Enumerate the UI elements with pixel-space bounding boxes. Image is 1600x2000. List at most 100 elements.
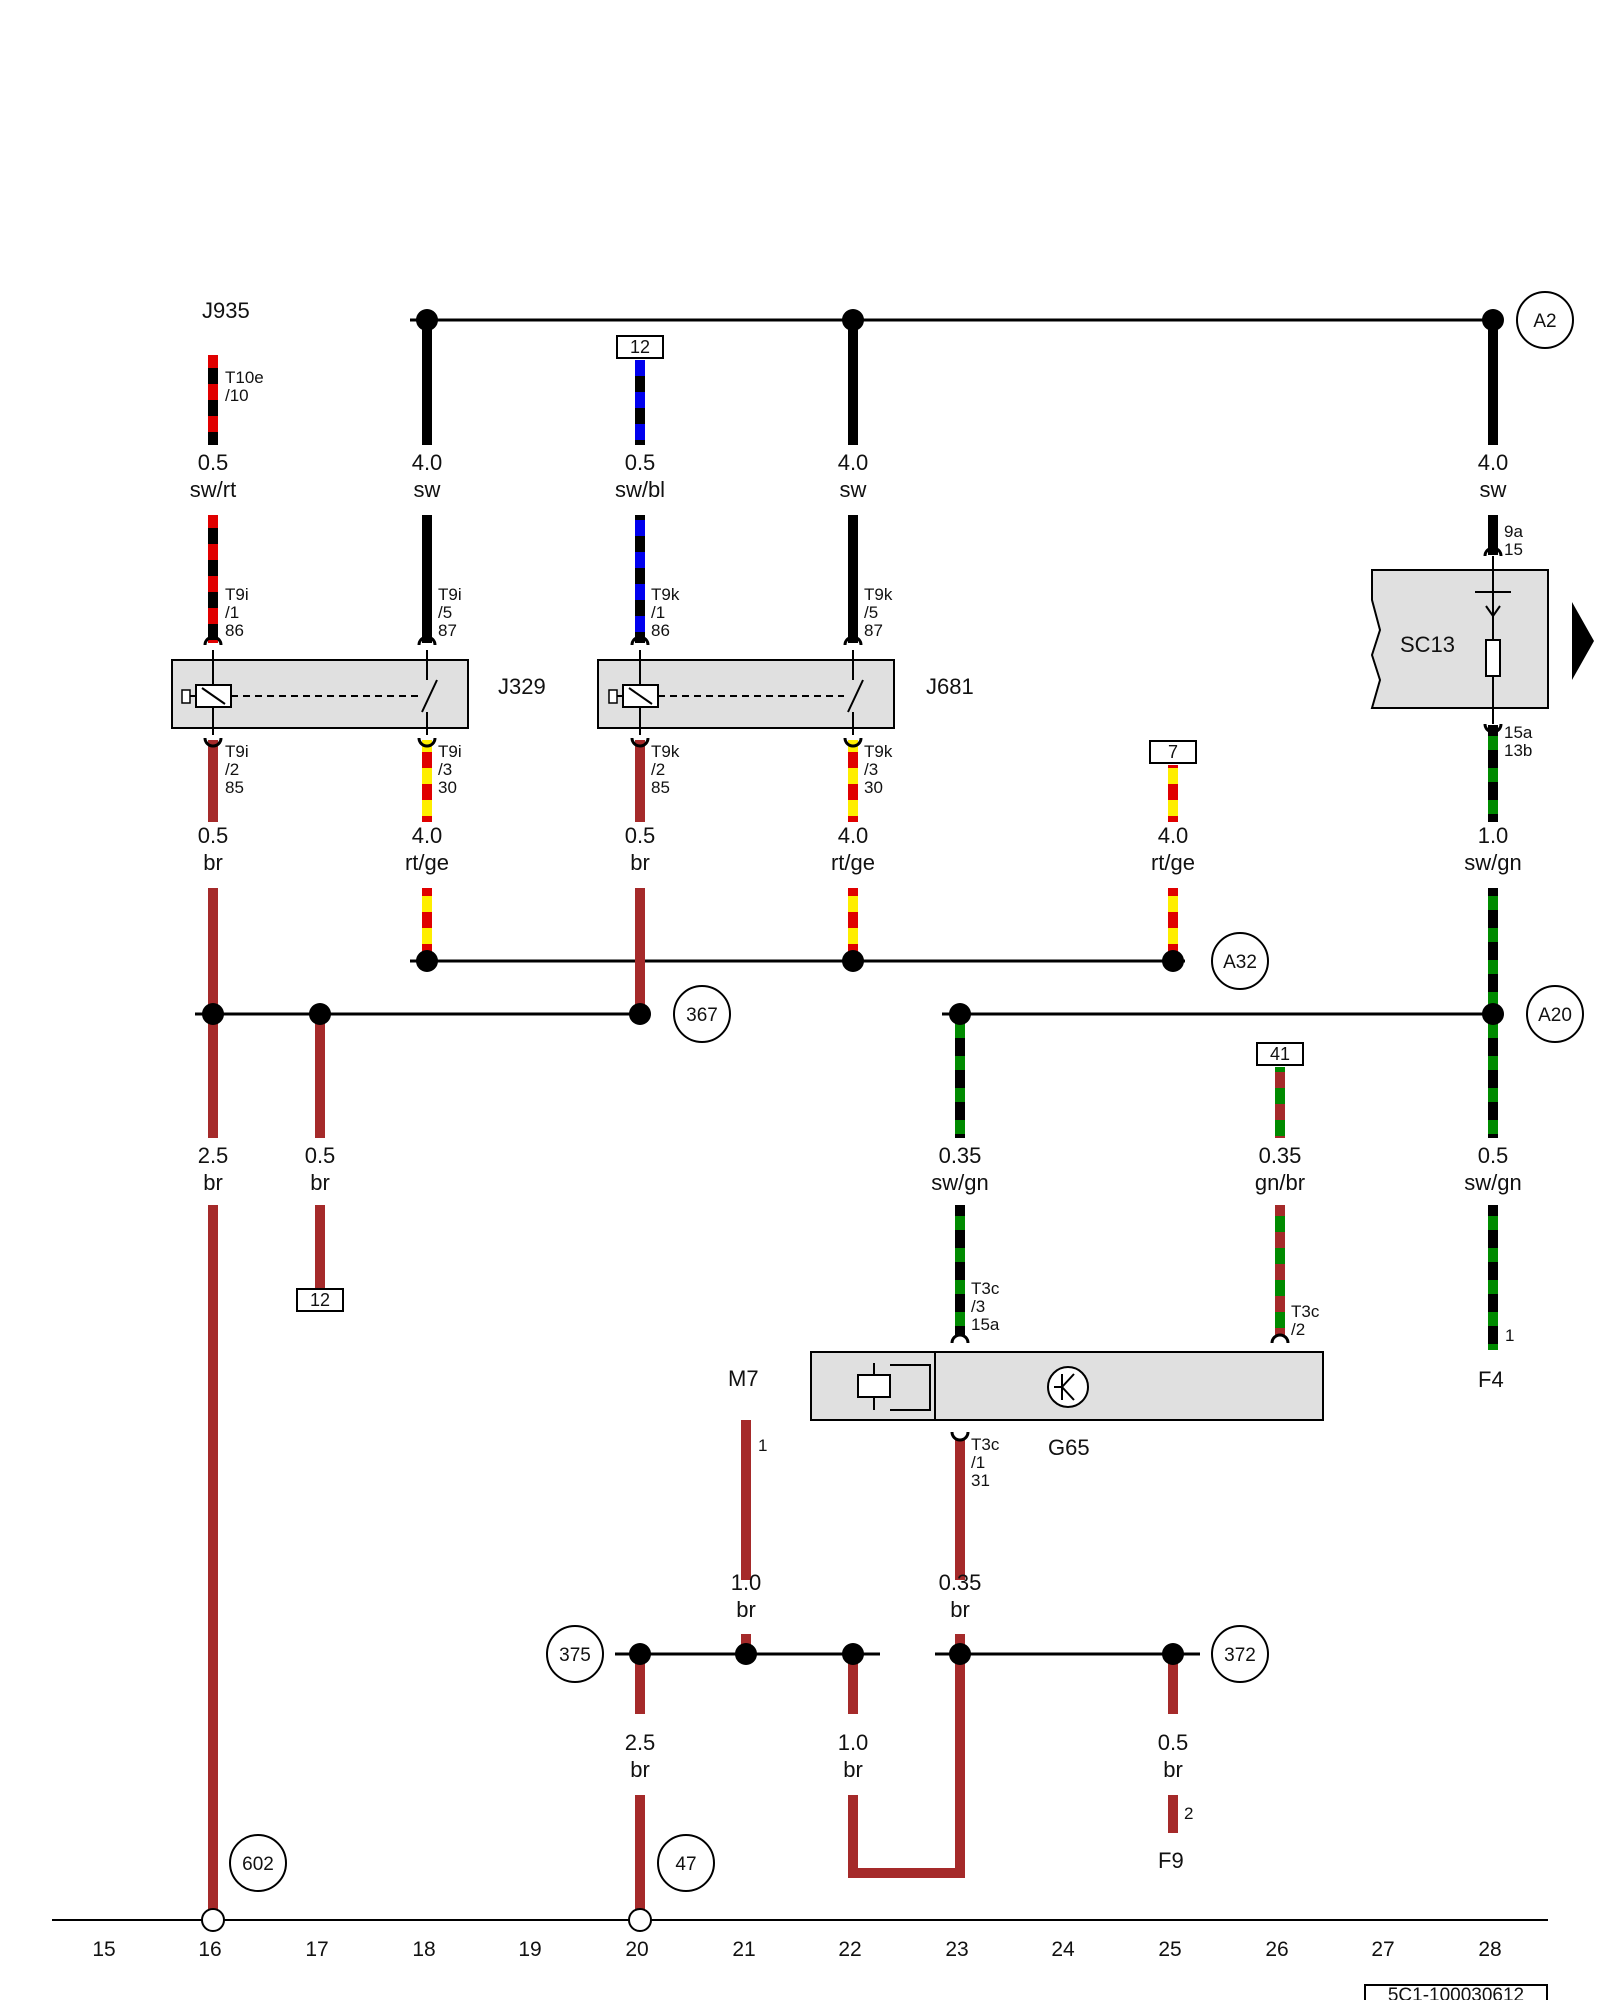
ref-a20[interactable]: A20 [1526, 985, 1584, 1043]
pin-label-line: /1 [225, 603, 239, 622]
sensor-g65[interactable] [810, 1351, 1324, 1421]
wire-color: sw [1480, 477, 1507, 502]
label-g65: G65 [1048, 1435, 1090, 1460]
ref-375[interactable]: 375 [546, 1625, 604, 1683]
wire-j329-87-lower [422, 515, 432, 643]
box-41[interactable]: 41 [1256, 1042, 1304, 1066]
dot [629, 1003, 651, 1025]
wire-color: br [630, 850, 650, 875]
box-12-bottom[interactable]: 12 [296, 1288, 344, 1312]
column-number: 22 [838, 1938, 861, 1961]
pin-label-line: T9i [225, 742, 249, 761]
pin-t10e: T10e/10 [225, 368, 264, 405]
wire-j681-30-upper [848, 740, 858, 822]
pin-label-line: T9i [438, 742, 462, 761]
sensor-crystal-icon [857, 1374, 891, 1398]
wire-size: 2.5 [198, 1143, 229, 1168]
doc-id-label: 5C1-100030612 [1388, 1985, 1524, 2000]
wire-size: 0.35 [939, 1570, 982, 1595]
wire-gnd20-lower [635, 1795, 645, 1913]
dot [1482, 1003, 1504, 1025]
wire-size: 0.35 [939, 1143, 982, 1168]
fuse-lines [1475, 556, 1511, 724]
doc-id: 5C1-100030612 [1364, 1984, 1548, 2000]
wire-color: br [950, 1597, 970, 1622]
column-number: 17 [305, 1938, 328, 1961]
wire-color: br [203, 850, 223, 875]
pin-label-line: T3c [971, 1279, 1000, 1298]
ref-47[interactable]: 47 [657, 1834, 715, 1892]
pin-label-line: T3c [1291, 1302, 1320, 1321]
box-7[interactable]: 7 [1149, 740, 1197, 764]
wire-size: 0.5 [198, 450, 229, 475]
ref-circle [1211, 1625, 1269, 1683]
ref-circle [1211, 932, 1269, 990]
relay-j329[interactable] [171, 650, 469, 735]
column-number: 21 [732, 1938, 755, 1961]
pin-label-line: 2 [1184, 1804, 1193, 1823]
wire-f4-upper [1488, 1014, 1498, 1138]
wire-size: 4.0 [838, 450, 869, 475]
wire-color: sw [840, 477, 867, 502]
dot [842, 1643, 864, 1665]
ref-372[interactable]: 372 [1211, 1625, 1269, 1683]
box-label: 41 [1270, 1044, 1290, 1064]
ref-367[interactable]: 367 [673, 985, 731, 1043]
label-m7: M7 [728, 1366, 759, 1391]
wire-sc13-in-lower [1488, 515, 1498, 555]
connector-arc [1270, 1333, 1290, 1344]
ref-label: 375 [559, 1645, 591, 1666]
ref-602[interactable]: 602 [229, 1834, 287, 1892]
relay-coil-leads [190, 650, 214, 735]
ref-label: 602 [242, 1854, 274, 1875]
pin-label-line: 86 [651, 621, 670, 640]
ref-a2[interactable]: A2 [1516, 291, 1574, 349]
wire-f4-lower [1488, 1205, 1498, 1350]
connector-arc [417, 737, 437, 748]
dot [735, 1643, 757, 1665]
wire-color: br [843, 1757, 863, 1782]
dot [416, 309, 438, 331]
pin-label-line: 30 [864, 778, 883, 797]
pin-label-line: 31 [971, 1471, 990, 1490]
wire-sc13-in-upper [1488, 320, 1498, 445]
wire-color: br [736, 1597, 756, 1622]
transistor-icon-lines [1054, 1373, 1075, 1401]
wire-j935 [208, 355, 218, 445]
wire-g65-2-upper [1275, 1067, 1285, 1138]
box-frame [1149, 740, 1197, 764]
ref-a32[interactable]: A32 [1211, 932, 1269, 990]
dot [949, 1003, 971, 1025]
wire-box7 [1168, 765, 1178, 822]
connector-arc [843, 737, 863, 748]
fuse-holder-sc13[interactable] [1370, 556, 1594, 724]
label-sc13: SC13 [1400, 632, 1455, 657]
pin-label-line: T9k [651, 742, 680, 761]
connector-arcs [203, 546, 1503, 1442]
box-frame [1256, 1042, 1304, 1066]
relay-switch-icon [847, 650, 864, 735]
box-12-top[interactable]: 12 [616, 335, 664, 359]
wire-color: br [630, 1757, 650, 1782]
pin-label-line: 15 [1504, 540, 1523, 559]
ref-label: 372 [1224, 1645, 1256, 1666]
wire-j329-87-upper [422, 320, 432, 445]
wire-g65-31 [955, 1440, 965, 1580]
ref-circle [657, 1834, 715, 1892]
ref-label: 47 [675, 1854, 696, 1875]
wire-j681-85-upper [635, 740, 645, 822]
wire-j329-85 [208, 740, 218, 822]
page-arrow-icon[interactable] [1572, 602, 1594, 680]
wire-size: 0.5 [1158, 1730, 1189, 1755]
doc-id-frame [1364, 1984, 1548, 2000]
column-number: 20 [625, 1938, 648, 1961]
pin-label-line: 9a [1504, 522, 1523, 541]
pin-label-line: /5 [864, 603, 878, 622]
relay-j681[interactable] [597, 650, 895, 735]
wire-g65-15a-upper [955, 1014, 965, 1138]
column-axis: 15 16 17 18 19 20 21 22 23 24 25 26 27 2… [92, 1938, 1501, 1961]
wire-color: rt/ge [405, 850, 449, 875]
